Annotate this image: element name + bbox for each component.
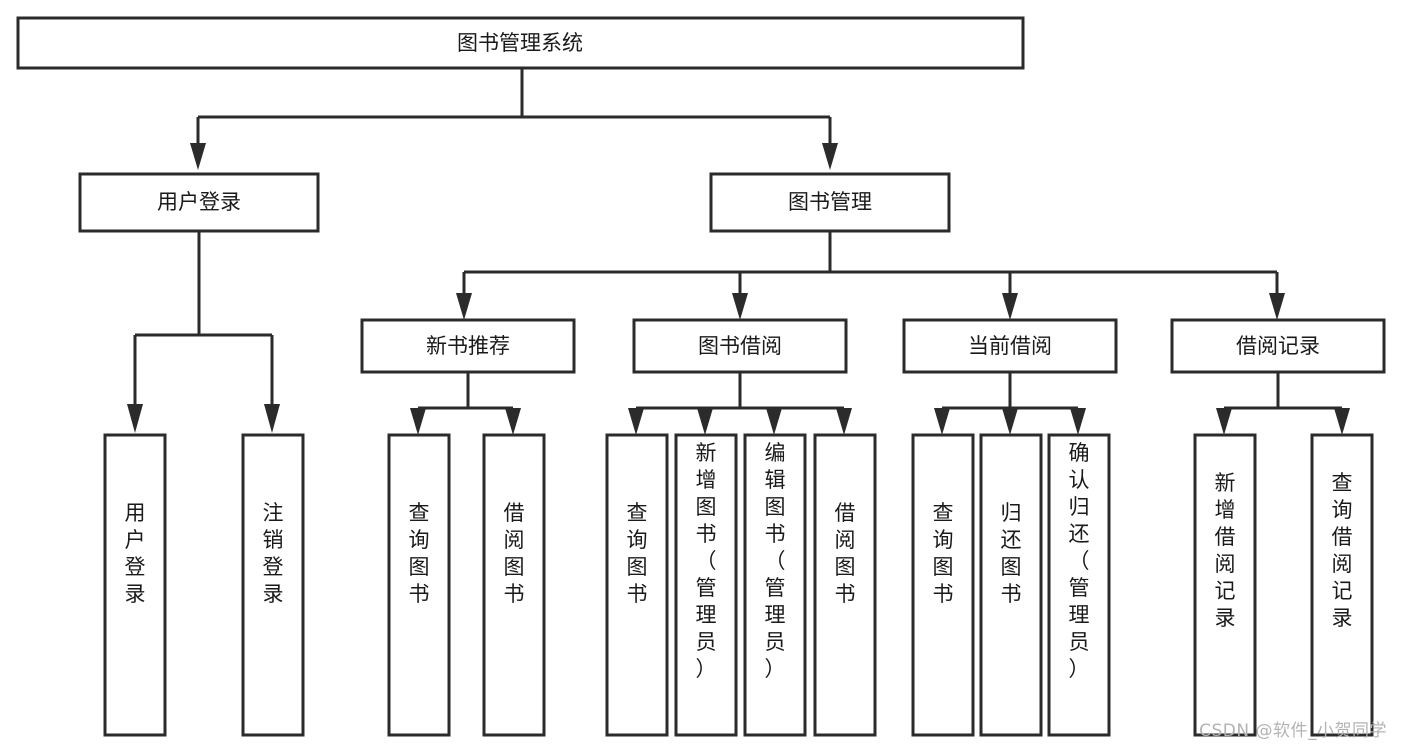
arrow-newbook-1 xyxy=(505,408,521,435)
arrow-bookborrow-0 xyxy=(628,408,644,435)
arrow-currentborrow-2 xyxy=(1070,408,1086,435)
leaf-box[interactable] xyxy=(1047,433,1111,737)
level1-label-1: 图书管理 xyxy=(788,190,872,214)
node-current-borrow[interactable]: 当前借阅 xyxy=(902,318,1118,374)
leaf-label: 查询借阅记录 xyxy=(1332,471,1353,630)
arrow-level1-0 xyxy=(190,143,206,170)
leaf-label: 注销登录 xyxy=(263,501,284,606)
arrow-userlogin-1 xyxy=(264,404,280,433)
leaf-label: 借阅图书 xyxy=(835,501,856,606)
node-root[interactable]: 图书管理系统 xyxy=(16,16,1025,70)
arrow-borrowrecord-1 xyxy=(1334,408,1350,435)
arrow-currentborrow-0 xyxy=(934,408,950,435)
level2-box-1[interactable] xyxy=(632,318,848,374)
leaf-box[interactable] xyxy=(911,433,975,737)
arrow-bookborrow-3 xyxy=(836,408,852,435)
node-book-management[interactable]: 图书管理 xyxy=(709,172,951,233)
leaf-book-borrow-2[interactable]: 编辑图书（管理员） xyxy=(743,433,807,737)
leaf-label: 确认归还（管理员） xyxy=(1069,441,1090,681)
leaf-box[interactable] xyxy=(743,433,807,737)
leaf-current-borrow-0[interactable]: 查询图书 xyxy=(911,433,975,737)
level2-box-3[interactable] xyxy=(1170,318,1386,374)
level2-box-0[interactable] xyxy=(360,318,576,374)
arrow-bookborrow-2 xyxy=(766,408,782,435)
leaf-label: 用户登录 xyxy=(125,501,146,606)
level2-label-0: 新书推荐 xyxy=(426,334,510,358)
leaf-book-borrow-1[interactable]: 新增图书（管理员） xyxy=(674,433,738,737)
leaf-current-borrow-1[interactable]: 归还图书 xyxy=(979,433,1043,737)
leaf-label: 新增图书（管理员） xyxy=(696,441,717,681)
leaf-label: 借阅图书 xyxy=(504,501,525,606)
node-user-login[interactable]: 用户登录 xyxy=(78,172,320,233)
leaf-user-login-1[interactable]: 注销登录 xyxy=(241,433,305,737)
leaf-box[interactable] xyxy=(103,433,167,737)
arrow-userlogin-0 xyxy=(127,404,143,433)
level1-label-0: 用户登录 xyxy=(157,190,241,214)
root-label: 图书管理系统 xyxy=(457,31,583,55)
node-new-book-recommend[interactable]: 新书推荐 xyxy=(360,318,576,374)
arrow-level2-2 xyxy=(1002,293,1018,320)
arrow-level2-3 xyxy=(1269,293,1285,320)
arrow-currentborrow-1 xyxy=(1002,408,1018,435)
leaf-label: 查询图书 xyxy=(933,501,954,606)
leaf-label: 查询图书 xyxy=(409,501,430,606)
arrow-newbook-0 xyxy=(410,408,426,435)
leaf-book-borrow-0[interactable]: 查询图书 xyxy=(605,433,669,737)
level2-label-3: 借阅记录 xyxy=(1236,334,1320,358)
node-book-borrow[interactable]: 图书借阅 xyxy=(632,318,848,374)
leaf-new-book-recommend-1[interactable]: 借阅图书 xyxy=(482,433,546,737)
leaf-box[interactable] xyxy=(1310,433,1374,737)
leaf-label: 查询图书 xyxy=(627,501,648,606)
arrow-level2-1 xyxy=(732,293,748,320)
leaf-label: 编辑图书（管理员） xyxy=(765,441,786,681)
leaf-box[interactable] xyxy=(387,433,451,737)
leaf-box[interactable] xyxy=(241,433,305,737)
leaf-box[interactable] xyxy=(813,433,877,737)
node-borrow-record[interactable]: 借阅记录 xyxy=(1170,318,1386,374)
level2-label-1: 图书借阅 xyxy=(698,334,782,358)
leaf-label: 新增借阅记录 xyxy=(1215,471,1236,630)
arrow-level2-0 xyxy=(456,293,472,320)
leaf-box[interactable] xyxy=(1193,433,1257,737)
leaf-current-borrow-2[interactable]: 确认归还（管理员） xyxy=(1047,433,1111,737)
leaf-borrow-record-1[interactable]: 查询借阅记录 xyxy=(1310,433,1374,737)
leaf-user-login-0[interactable]: 用户登录 xyxy=(103,433,167,737)
leaf-label: 归还图书 xyxy=(1001,501,1022,606)
arrow-bookborrow-1 xyxy=(697,408,713,435)
leaf-box[interactable] xyxy=(482,433,546,737)
leaf-book-borrow-3[interactable]: 借阅图书 xyxy=(813,433,877,737)
arrow-borrowrecord-0 xyxy=(1216,408,1232,435)
leaf-box[interactable] xyxy=(674,433,738,737)
leaf-borrow-record-0[interactable]: 新增借阅记录 xyxy=(1193,433,1257,737)
leaf-box[interactable] xyxy=(605,433,669,737)
level2-box-2[interactable] xyxy=(902,318,1118,374)
leaf-new-book-recommend-0[interactable]: 查询图书 xyxy=(387,433,451,737)
level1-box-1[interactable] xyxy=(709,172,951,233)
level2-label-2: 当前借阅 xyxy=(968,334,1052,358)
leaf-box[interactable] xyxy=(979,433,1043,737)
root-box[interactable] xyxy=(16,16,1025,70)
arrow-level1-1 xyxy=(822,143,838,170)
